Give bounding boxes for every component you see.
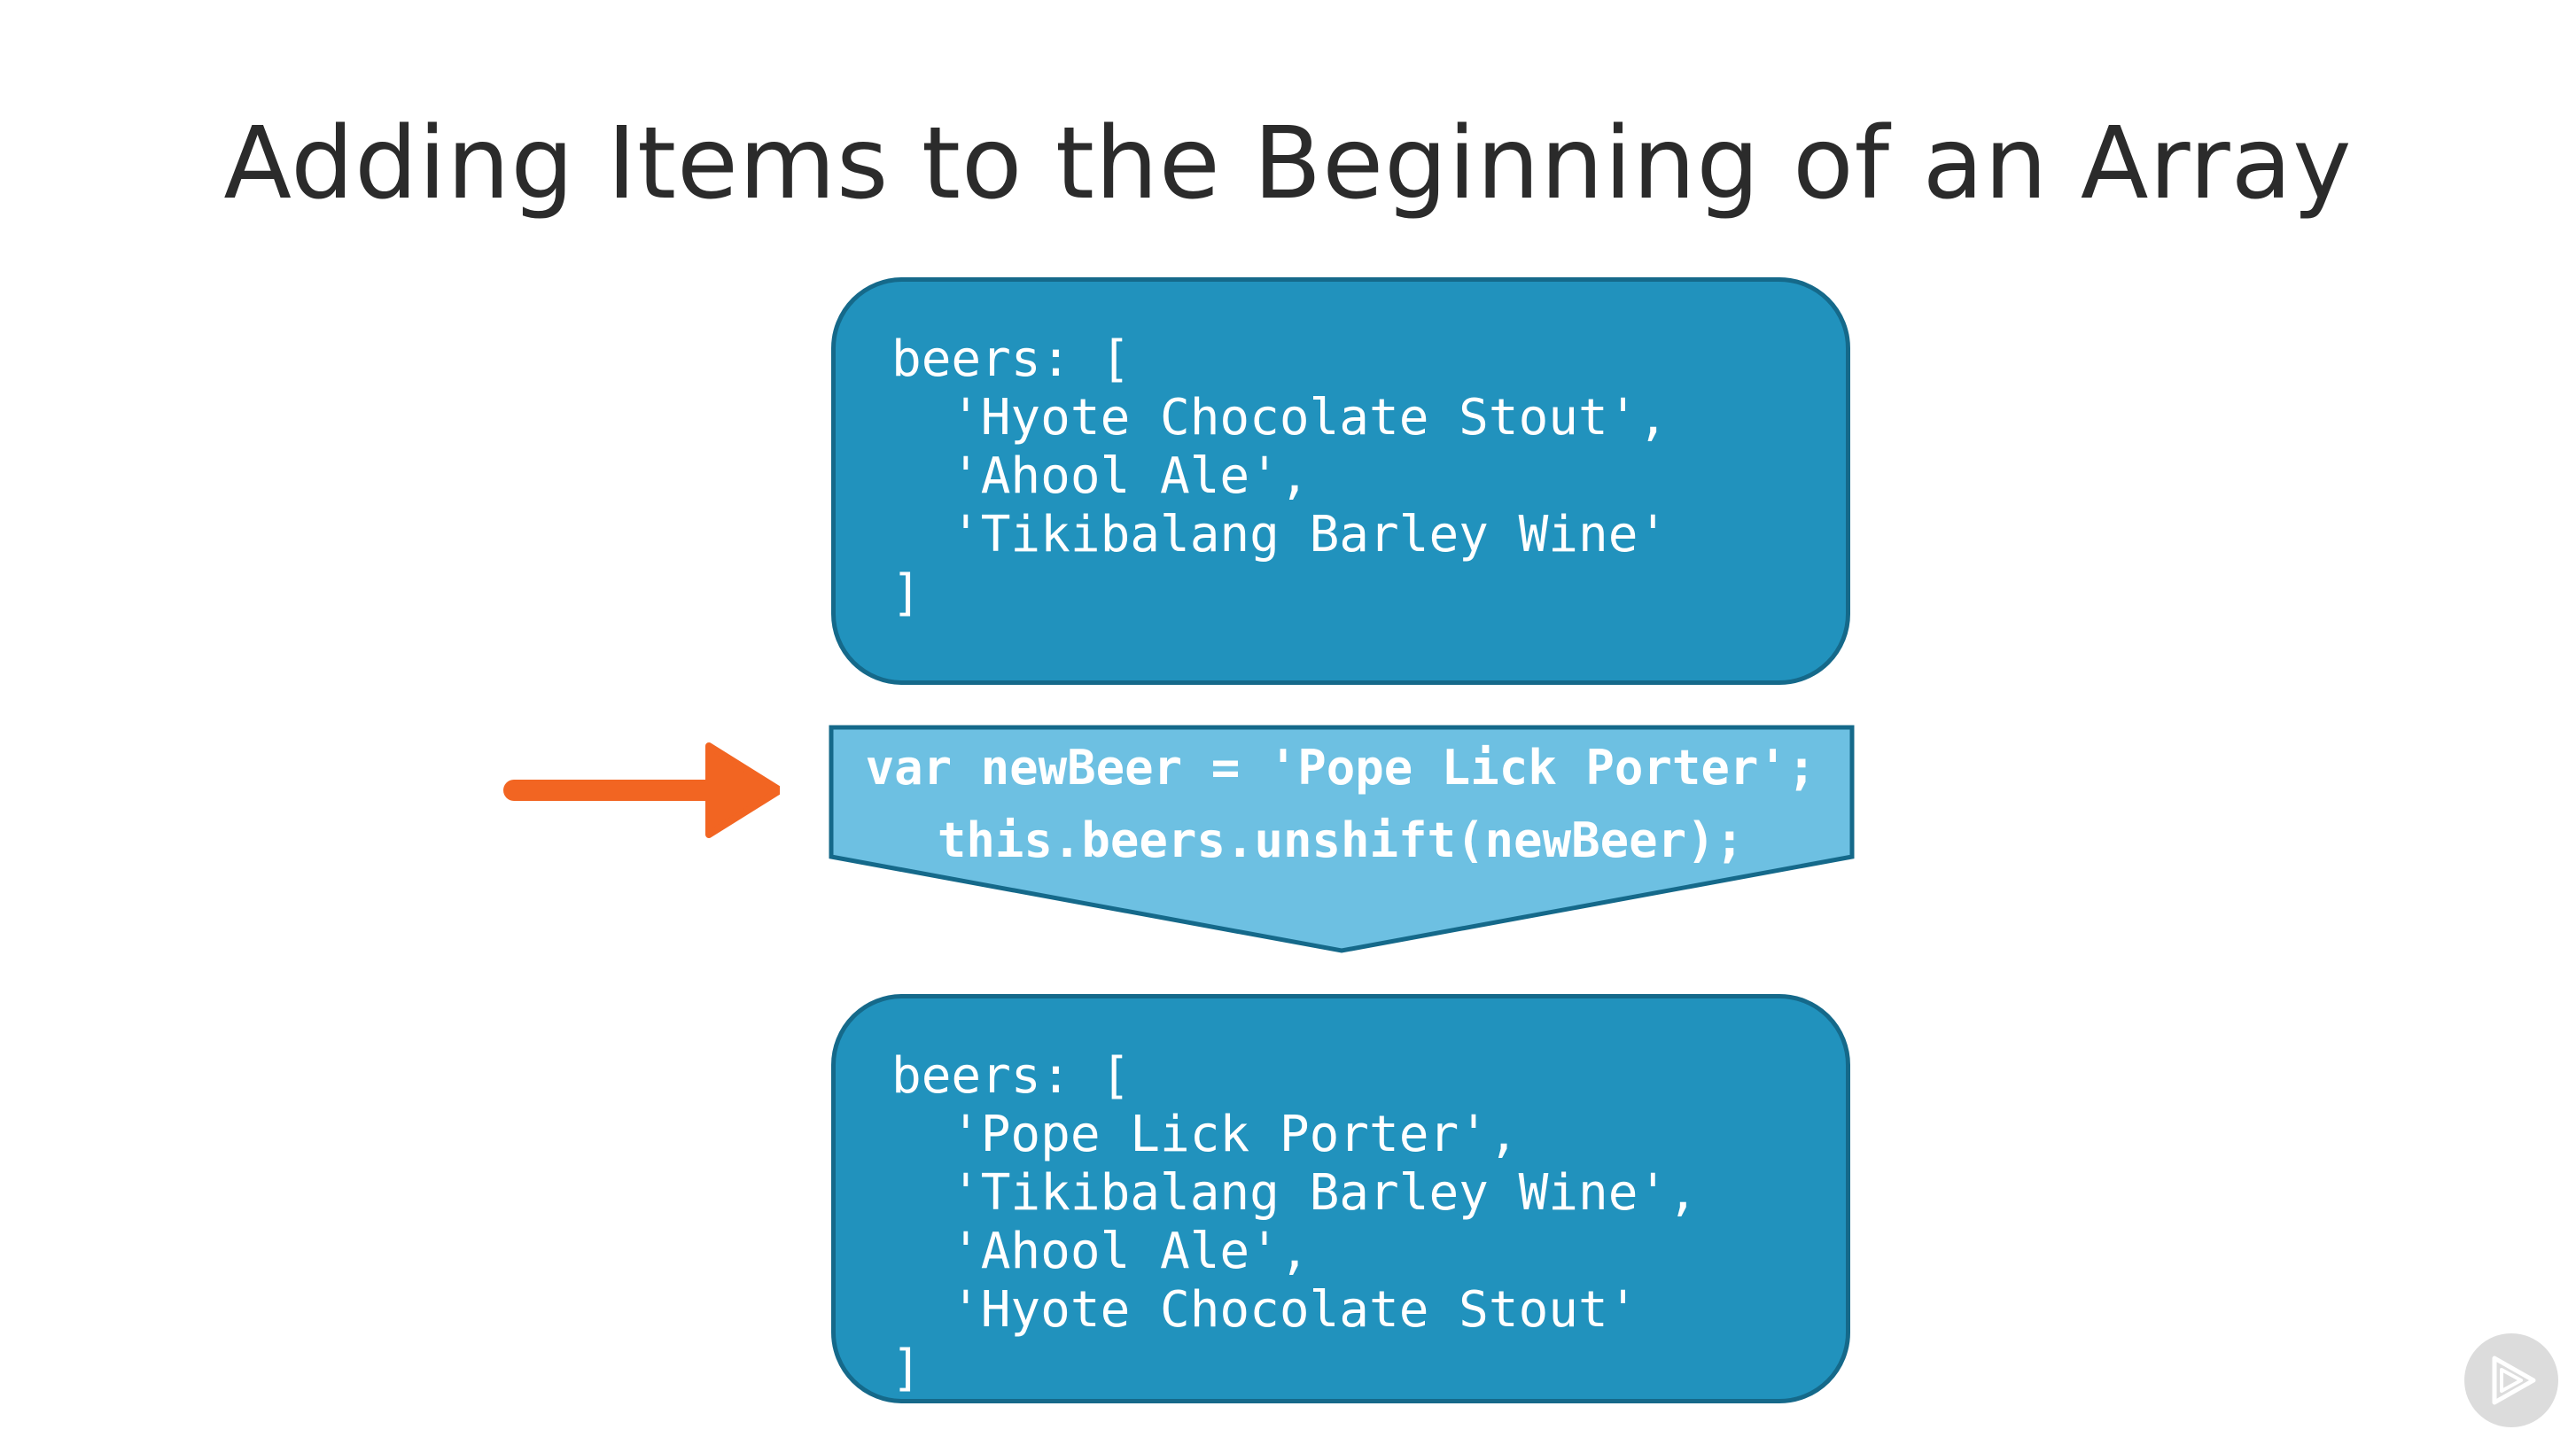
code-line: 'Hyote Chocolate Stout', — [951, 389, 1669, 447]
code-line: 'Pope Lick Porter', — [951, 1106, 1519, 1163]
array-before-box: beers: [ 'Hyote Chocolate Stout', 'Ahool… — [831, 277, 1850, 685]
play-logo-icon[interactable] — [2464, 1333, 2558, 1427]
play-triangle-icon — [2492, 1356, 2536, 1405]
code-line: ] — [891, 1340, 922, 1397]
code-line: this.beers.unshift(newBeer); — [937, 812, 1745, 868]
code-line: var newBeer = 'Pope Lick Porter'; — [865, 740, 1817, 796]
code-line: 'Tikibalang Barley Wine', — [951, 1164, 1698, 1222]
code-line: beers: [ — [891, 1047, 1131, 1105]
code-line: 'Ahool Ale', — [951, 447, 1310, 505]
operation-code: var newBeer = 'Pope Lick Porter'; this.b… — [831, 732, 1850, 877]
code-line: 'Ahool Ale', — [951, 1223, 1310, 1280]
arrow-right-icon — [503, 742, 780, 838]
code-line: 'Hyote Chocolate Stout' — [951, 1281, 1638, 1339]
code-line: ] — [891, 564, 922, 622]
operation-banner — [829, 725, 1855, 953]
code-line: beers: [ — [891, 330, 1131, 388]
array-after-box: beers: [ 'Pope Lick Porter', 'Tikibalang… — [831, 994, 1850, 1403]
code-line: 'Tikibalang Barley Wine' — [951, 506, 1669, 563]
slide-title: Adding Items to the Beginning of an Arra… — [223, 106, 2353, 221]
